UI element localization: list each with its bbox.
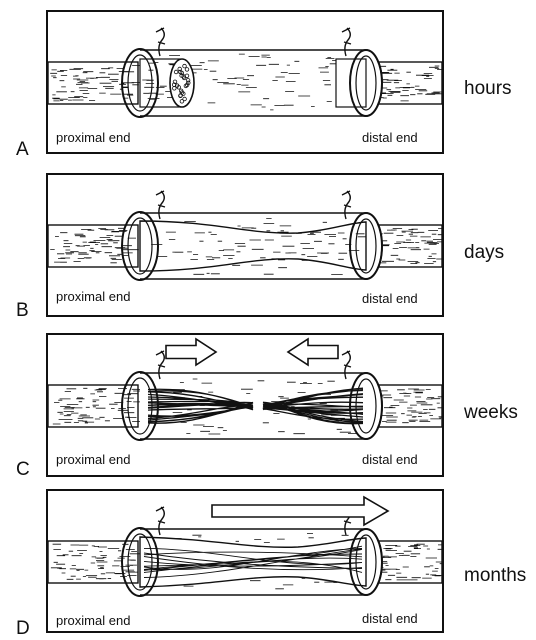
proximal-end-label: proximal end [56, 289, 130, 304]
panel-a: proximal end distal end hours A [0, 0, 536, 159]
block-arrow-left [288, 339, 338, 365]
distal-end-label: distal end [362, 130, 418, 145]
panel-a-box: proximal end distal end [46, 10, 444, 154]
stage-label-days: days [464, 242, 504, 264]
block-arrow-right [166, 339, 216, 365]
long-arrow-right [212, 497, 388, 525]
distal-end-label: distal end [362, 611, 418, 626]
panel-d: proximal end distal end months D [0, 477, 536, 636]
panel-c-box: proximal end distal end [46, 333, 444, 477]
panel-d-illustration [48, 491, 442, 631]
panel-c: proximal end distal end weeks C [0, 318, 536, 477]
panel-b: proximal end distal end days B [0, 159, 536, 318]
stage-label-hours: hours [464, 78, 512, 100]
panel-letter-d: D [16, 618, 30, 640]
distal-end-label: distal end [362, 452, 418, 467]
proximal-end-label: proximal end [56, 130, 130, 145]
distal-end-label: distal end [362, 291, 418, 306]
stage-label-months: months [464, 565, 526, 587]
panel-letter-a: A [16, 139, 29, 161]
panel-b-box: proximal end distal end [46, 173, 444, 317]
proximal-end-label: proximal end [56, 452, 130, 467]
proximal-end-label: proximal end [56, 613, 130, 628]
stage-label-weeks: weeks [464, 402, 518, 424]
panel-d-box: proximal end distal end [46, 489, 444, 633]
